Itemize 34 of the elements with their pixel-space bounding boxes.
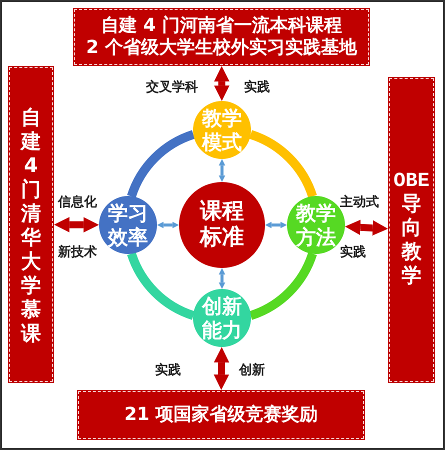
note-text: 创新 <box>239 362 265 379</box>
heading-box <box>73 8 370 66</box>
node-text: 课程标准 <box>199 198 245 252</box>
ring-arc <box>249 130 317 198</box>
ring-arc <box>249 252 317 320</box>
note-text: 新技术 <box>58 244 97 261</box>
node-text: 学习效率 <box>108 201 148 249</box>
node-text: 2 个省级大学生校外实习实践基地 <box>86 37 357 59</box>
result-box <box>77 390 365 440</box>
double-arrow <box>54 217 99 232</box>
double-arrow <box>214 347 230 390</box>
note-text: 主动式 <box>340 194 379 211</box>
note-text: 交叉学科 <box>146 78 198 96</box>
node-text: 教学方法 <box>296 201 336 249</box>
double-arrow <box>157 222 179 228</box>
node-text: 自建 4 门河南省一流本科课程 <box>100 15 342 37</box>
node-text: OBE导向教学 <box>393 170 430 290</box>
note-text: 信息化 <box>58 194 97 211</box>
ring-arc <box>127 252 195 320</box>
note-text: 实践 <box>340 244 366 261</box>
node-text: 21 项国家省级竞赛奖励 <box>124 404 318 426</box>
double-arrow <box>218 159 226 182</box>
double-arrow <box>218 268 226 289</box>
double-arrow <box>214 66 230 101</box>
side-box <box>388 77 435 383</box>
double-arrow <box>265 222 287 228</box>
note-text: 实践 <box>244 78 270 96</box>
note-text: 实践 <box>155 362 181 379</box>
side-box <box>8 66 54 383</box>
node-text: 创新能力 <box>202 294 242 342</box>
node-text: 教学模式 <box>202 106 242 154</box>
node-text: 自建4门清华大学慕课 <box>20 104 42 344</box>
ring-arc <box>127 130 195 198</box>
double-arrow <box>344 220 388 236</box>
